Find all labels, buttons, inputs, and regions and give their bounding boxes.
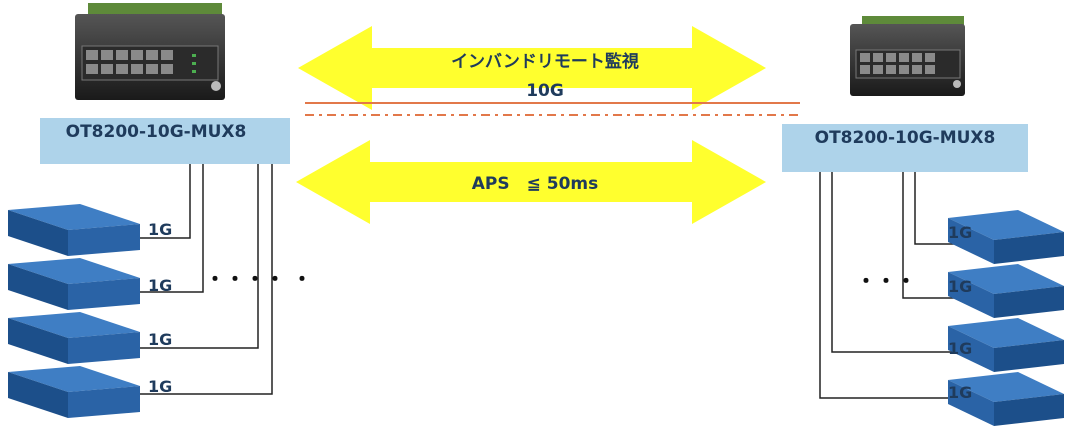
- right-link-label-4: 1G: [948, 383, 972, 402]
- aps-label: APS ≦ 50ms: [472, 174, 599, 194]
- right-switch-4: [948, 372, 1064, 426]
- left-cabling: [134, 164, 273, 395]
- left-switch-4: [8, 366, 140, 418]
- right-device-box: [782, 124, 1028, 172]
- left-hardware-module-image: [75, 3, 225, 100]
- right-ellipsis: ・・・: [856, 269, 916, 293]
- right-link-label-1: 1G: [948, 223, 972, 242]
- left-switch-2: [8, 258, 140, 310]
- left-switch-3: [8, 312, 140, 364]
- bandwidth-label: 10G: [526, 81, 564, 101]
- right-switch-2: [948, 264, 1064, 318]
- right-cabling: [819, 172, 960, 399]
- left-link-label-2: 1G: [148, 276, 172, 295]
- left-link-label-3: 1G: [148, 330, 172, 349]
- remote-monitoring-arrow: [298, 26, 766, 110]
- right-switch-1: [948, 210, 1064, 264]
- right-hardware-module-image: [850, 16, 965, 96]
- right-link-label-2: 1G: [948, 277, 972, 296]
- right-device-label: OT8200-10G-MUX8: [815, 128, 996, 148]
- left-device-label: OT8200-10G-MUX8: [66, 122, 247, 142]
- left-switch-1: [8, 204, 140, 256]
- right-switch-3: [948, 318, 1064, 372]
- left-link-label-1: 1G: [148, 220, 172, 239]
- left-link-label-4: 1G: [148, 377, 172, 396]
- remote-monitoring-label: インバンドリモート監視: [451, 51, 639, 72]
- right-link-label-3: 1G: [948, 339, 972, 358]
- left-ellipsis: ・・・・ ・: [205, 267, 312, 291]
- left-device-box: [40, 118, 290, 164]
- aps-arrow: [296, 140, 766, 224]
